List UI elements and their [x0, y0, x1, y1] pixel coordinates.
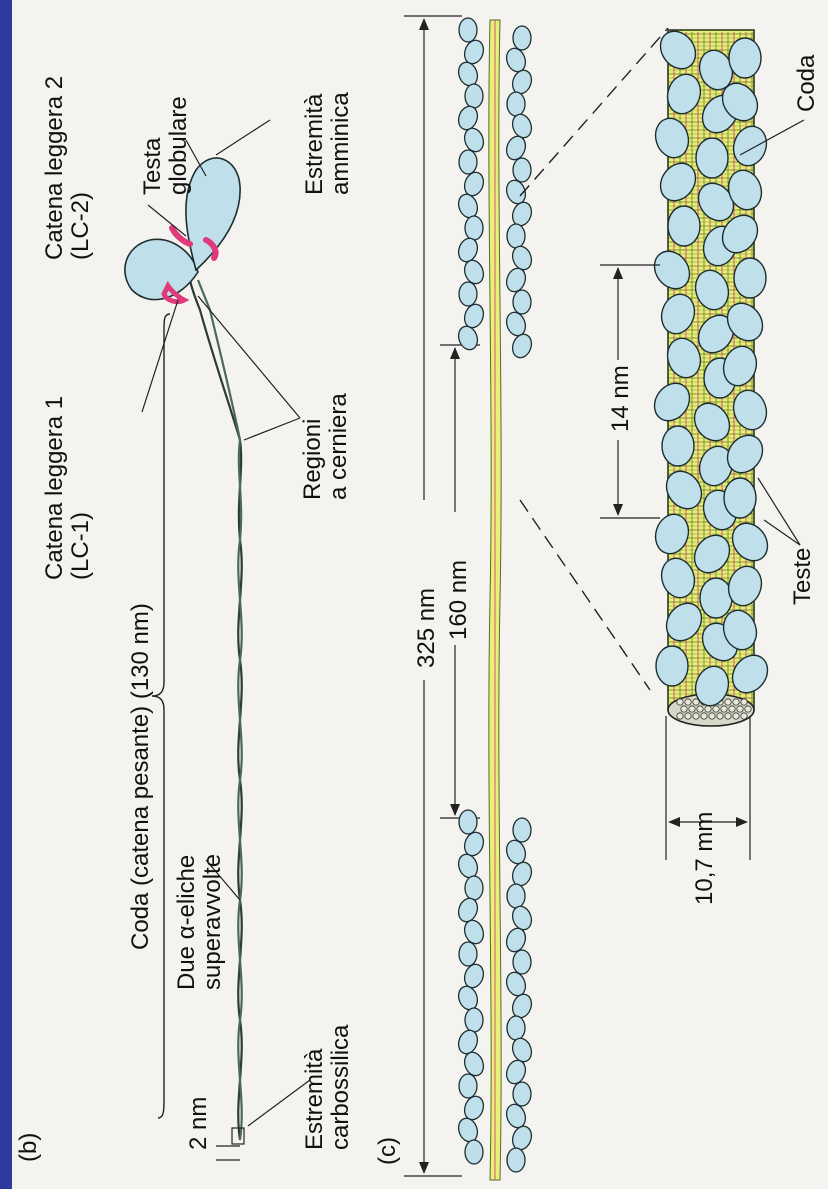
myosin-head: [513, 1082, 531, 1106]
label-regioni-cerniera: Regioni a cerniera: [299, 393, 352, 500]
cylinder-heads: [647, 24, 774, 710]
myosin-head: [459, 1074, 477, 1098]
myosin-head: [507, 92, 525, 116]
filament-cylinder: [647, 24, 774, 726]
label-coda-c: Coda: [793, 54, 820, 112]
myosin-head: [459, 810, 477, 834]
label-estremita-carbossilica: Estremità carbossilica: [301, 1024, 354, 1150]
myosin-head: [513, 950, 531, 974]
myosin-head: [507, 884, 525, 908]
myosin-head: [465, 1008, 483, 1032]
label-325nm: 325 nm: [413, 588, 440, 668]
myosin-head: [668, 206, 700, 246]
myosin-head: [465, 216, 483, 240]
myosin-head: [662, 426, 694, 466]
label-teste: Teste: [789, 548, 816, 605]
tail-brace: [152, 314, 170, 1118]
label-c: (c): [374, 1137, 401, 1165]
myosin-head: [724, 478, 756, 518]
label-10-7mm: 10,7 mm: [691, 812, 718, 905]
myosin-head: [513, 290, 531, 314]
label-b: (b): [15, 1133, 42, 1162]
myosin-head: [513, 26, 531, 50]
myosin-head: [513, 818, 531, 842]
label-catena-leggera-1: Catena leggera 1 (LC-1): [41, 389, 94, 580]
myosin-tail: [190, 280, 242, 1140]
myosin-head: [459, 18, 477, 42]
panel-b: (b) Catena leggera 2 (LC-2) Testa globul…: [15, 69, 354, 1162]
globular-head-1: [125, 239, 198, 299]
myosin-head: [459, 150, 477, 174]
myosin-head: [465, 876, 483, 900]
myosin-head: [459, 282, 477, 306]
myosin-head: [656, 646, 688, 686]
myosin-head: [507, 1016, 525, 1040]
myosin-head: [459, 942, 477, 966]
label-14nm: 14 nm: [607, 365, 634, 432]
label-catena-leggera-2: Catena leggera 2 (LC-2): [41, 69, 94, 260]
label-due-alfa-eliche: Due α-eliche superavvolte: [173, 848, 226, 990]
myosin-head: [509, 332, 534, 361]
myosin-head: [465, 1140, 483, 1164]
myosin-head: [507, 224, 525, 248]
myosin-head: [729, 38, 761, 78]
myosin-head: [455, 324, 480, 353]
myosin-head: [465, 84, 483, 108]
myosin-head: [700, 578, 732, 618]
myosin-head: [696, 138, 728, 178]
myosin-head: [734, 258, 766, 298]
myosin-head: [513, 158, 531, 182]
myosin-head: [507, 1148, 525, 1172]
label-160nm: 160 nm: [445, 560, 472, 640]
label-estremita-amminica: Estremità amminica: [301, 87, 354, 195]
label-coda-catena-pesante: Coda (catena pesante) (130 nm): [127, 603, 154, 950]
panel-c: (c) 325 nm 160 nm: [374, 16, 820, 1180]
label-testa-globulare: Testa globulare: [139, 96, 192, 195]
label-2nm: 2 nm: [185, 1097, 212, 1150]
